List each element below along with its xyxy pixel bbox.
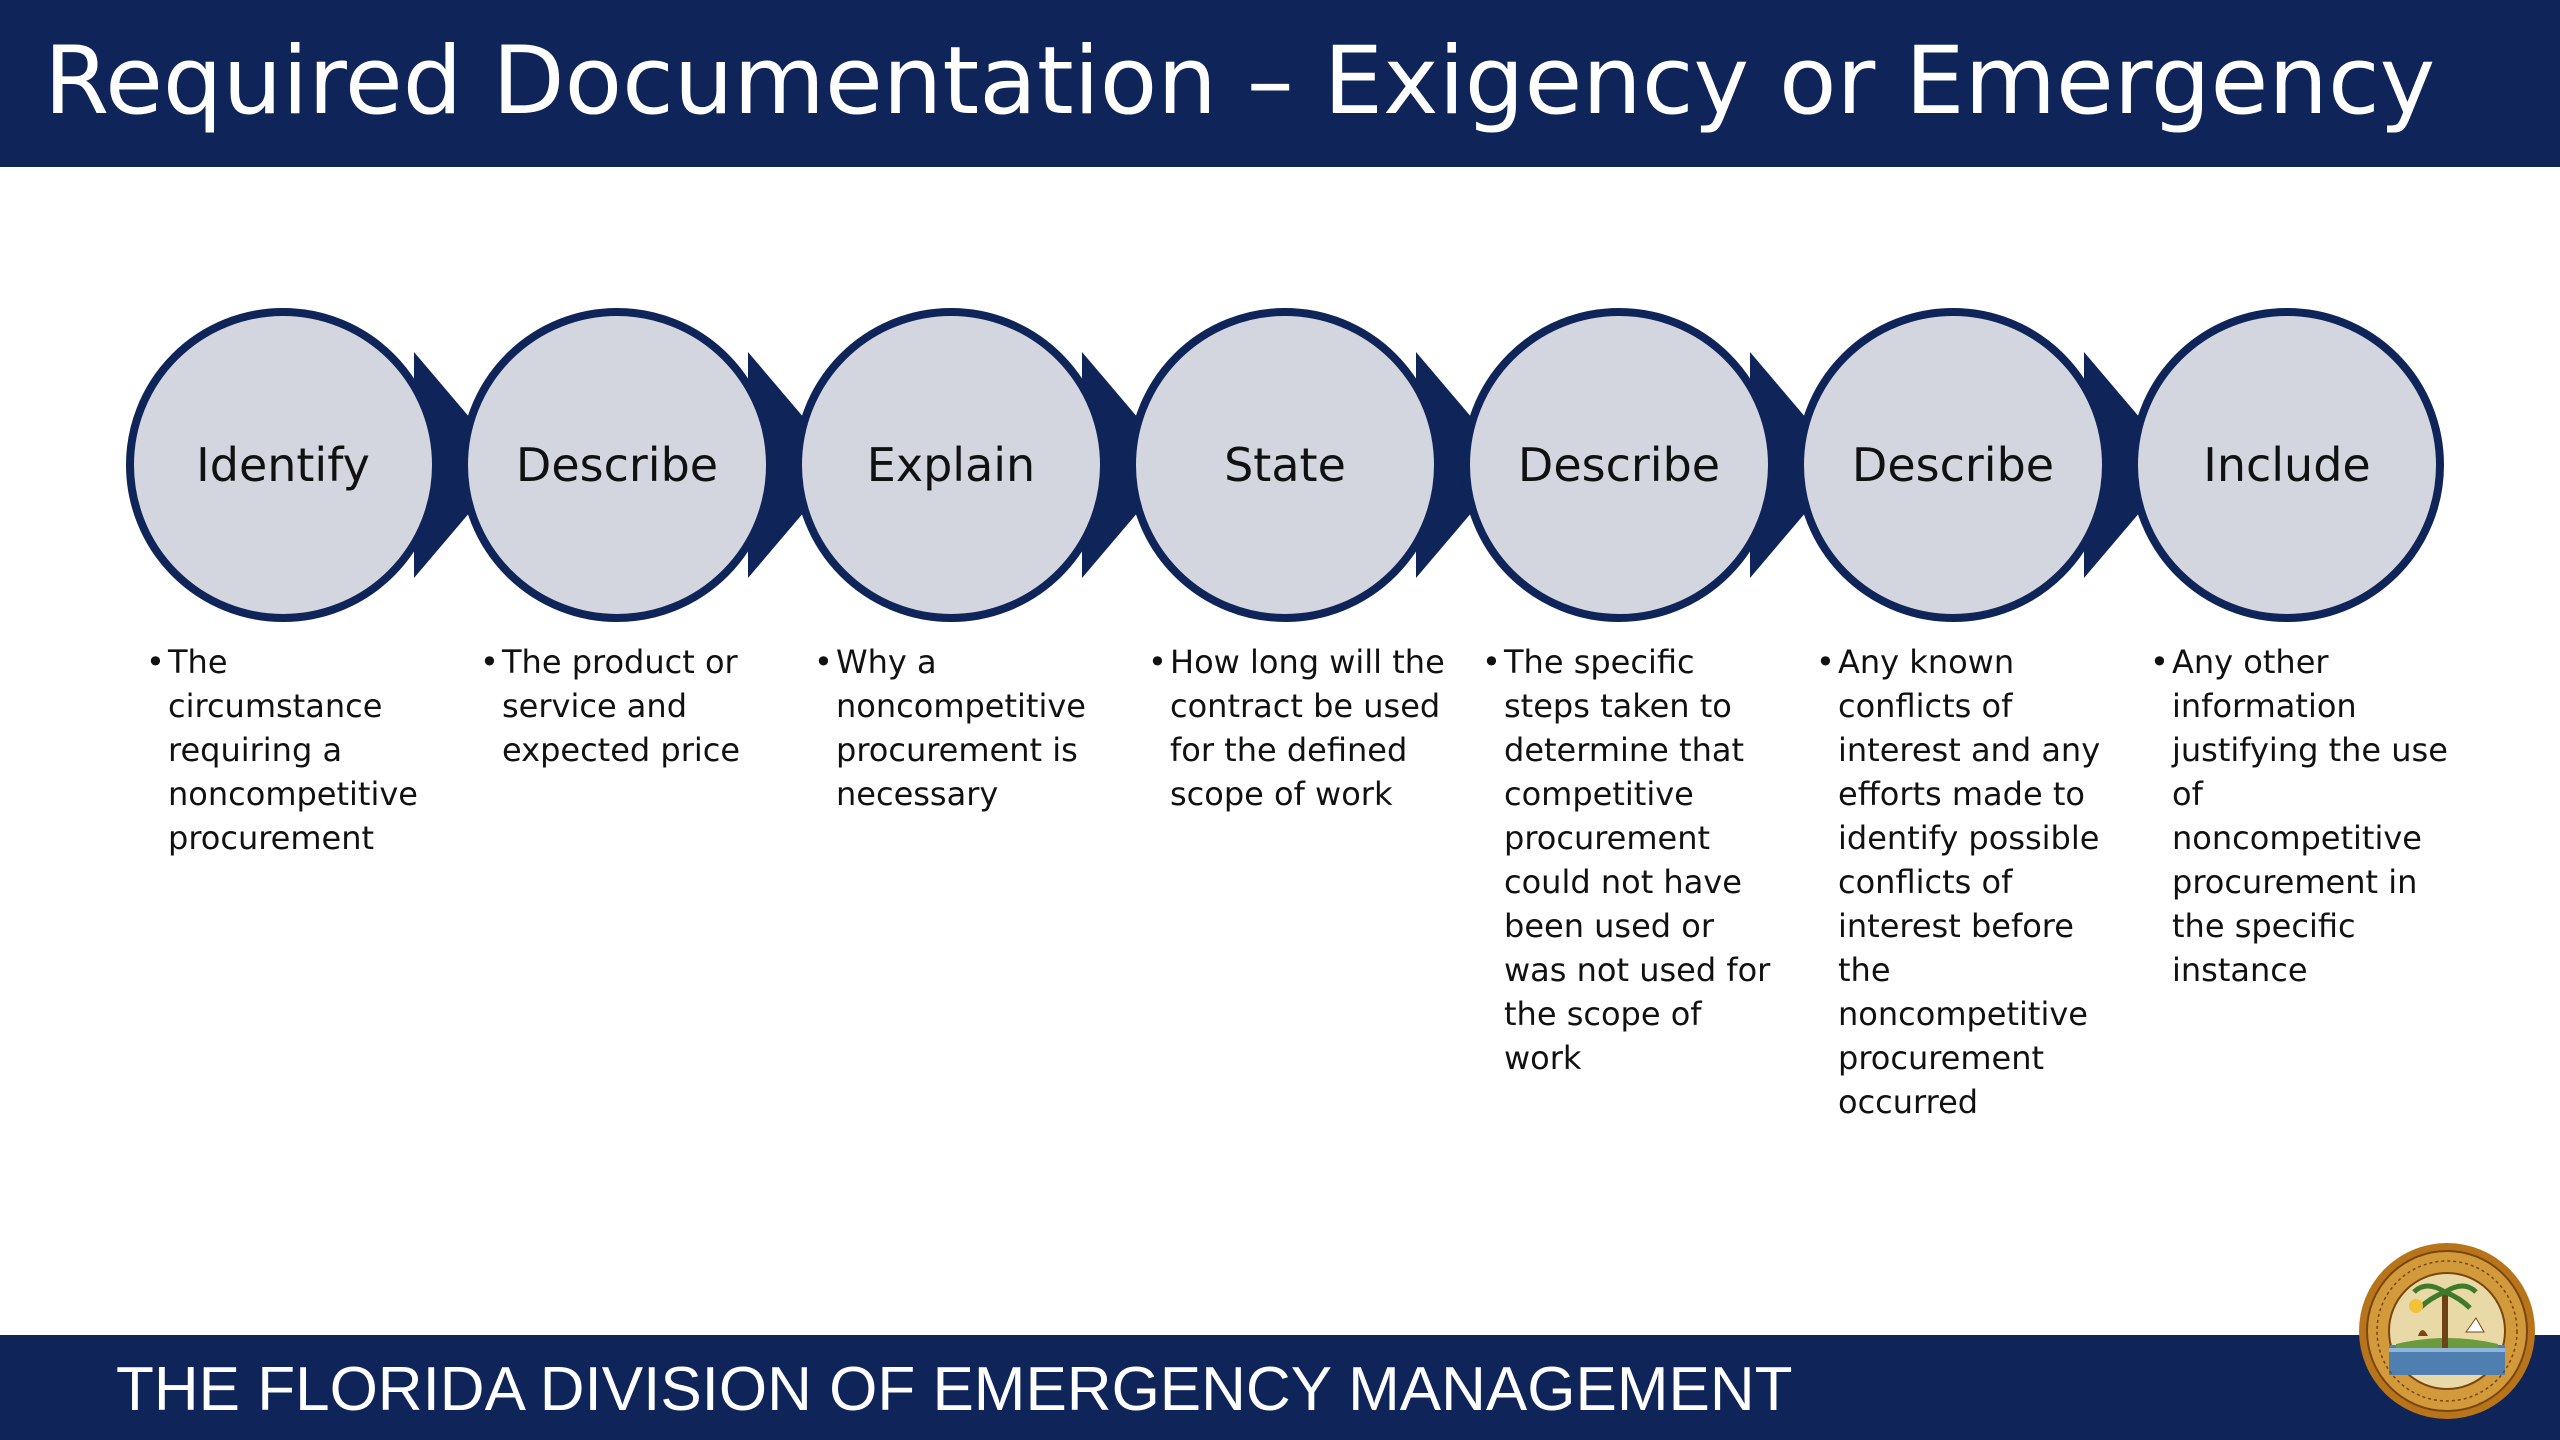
step-description-7: Any other information justifying the use… [2150, 640, 2450, 992]
step-description-text: Any known conflicts of interest and any … [1816, 640, 2116, 1124]
footer-bar [0, 1335, 2560, 1440]
step-description-5: The specific steps taken to determine th… [1482, 640, 1782, 1080]
step-label-describe-product: Describe [515, 438, 719, 492]
florida-state-seal-icon [2359, 1243, 2535, 1419]
title-bar: Required Documentation – Exigency or Eme… [0, 0, 2560, 167]
step-circle-4 [1128, 308, 1442, 622]
step-label-include: Include [2203, 438, 2371, 492]
slide-title: Required Documentation – Exigency or Eme… [44, 27, 2436, 136]
step-circle-5 [1462, 308, 1776, 622]
step-description-text: Why a noncompetitive procurement is nece… [814, 640, 1114, 816]
step-label-state: State [1224, 438, 1346, 492]
step-circle-1 [126, 308, 440, 622]
step-description-6: Any known conflicts of interest and any … [1816, 640, 2116, 1124]
step-label-describe-conflicts: Describe [1851, 438, 2055, 492]
step-description-text: The circumstance requiring a noncompetit… [146, 640, 446, 860]
step-description-text: The product or service and expected pric… [480, 640, 780, 772]
step-circle-7 [2130, 308, 2444, 622]
step-description-3: Why a noncompetitive procurement is nece… [814, 640, 1114, 816]
step-description-text: How long will the contract be used for t… [1148, 640, 1448, 816]
step-label-describe-steps: Describe [1517, 438, 1721, 492]
step-description-text: Any other information justifying the use… [2150, 640, 2450, 992]
footer-organization-name: THE FLORIDA DIVISION OF EMERGENCY MANAGE… [116, 1355, 1793, 1424]
step-description-text: The specific steps taken to determine th… [1482, 640, 1782, 1080]
step-label-identify: Identify [196, 438, 370, 492]
step-circle-3 [794, 308, 1108, 622]
step-description-4: How long will the contract be used for t… [1148, 640, 1448, 816]
step-label-explain: Explain [866, 438, 1036, 492]
step-circle-6 [1796, 308, 2110, 622]
step-description-1: The circumstance requiring a noncompetit… [146, 640, 446, 860]
step-circle-2 [460, 308, 774, 622]
step-description-2: The product or service and expected pric… [480, 640, 780, 772]
